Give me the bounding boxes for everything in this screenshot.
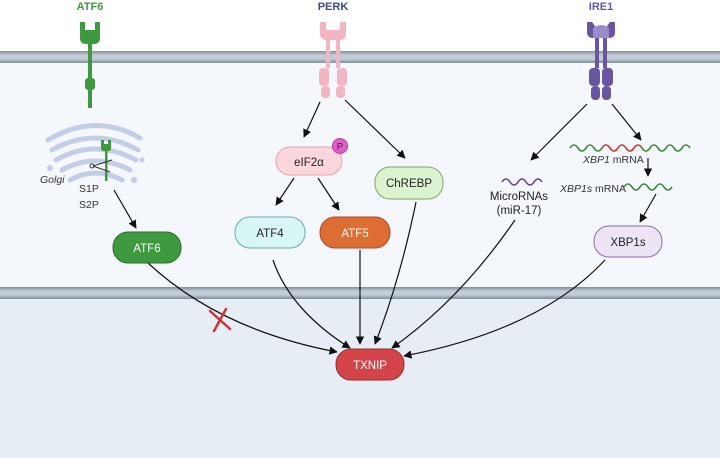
arrow-golgi-to-atf6 — [113, 189, 137, 229]
eif2a-node-label: eIF2α — [294, 157, 324, 169]
xbp1s-mrna-gene: XBP1s — [559, 183, 593, 195]
chrebp-node: ChREBP — [374, 166, 444, 200]
arrow-to-xbp1s — [639, 193, 657, 223]
atf6-node: ATF6 — [112, 231, 182, 264]
xbp1-mrna-suffix: mRNA — [610, 154, 644, 166]
micrornas-sublabel: (miR-17) — [497, 205, 542, 217]
atf6-receptor-icon — [80, 22, 100, 108]
arrow-perk-to-eif2a — [303, 101, 321, 138]
arrow-ire1-to-xbp1-mrna — [611, 103, 642, 141]
arrow-ire1-to-micrornas — [530, 103, 588, 161]
txnip-node-label: TXNIP — [353, 360, 387, 372]
arrow-eif2a-to-atf4 — [275, 177, 295, 206]
atf5-node: ATF5 — [319, 216, 391, 249]
phospho-badge — [332, 138, 348, 154]
xbp1-mrna-label: XBP1 mRNA — [582, 154, 644, 166]
phospho-label: P — [337, 142, 344, 153]
plasma-membrane — [0, 51, 720, 63]
arrow-perk-to-chrebp — [344, 99, 406, 159]
inhibition-mark-icon — [208, 307, 232, 333]
arrow-xbp1s-to-txnip — [403, 259, 606, 359]
ire1-receptor-icon — [587, 22, 615, 100]
atf6-sensor-title: ATF6 — [77, 1, 104, 13]
arrow-eif2a-to-atf5 — [317, 177, 340, 211]
atf6-node-label: ATF6 — [133, 243, 160, 255]
golgi-apparatus-icon — [45, 123, 145, 183]
perk-receptor-icon — [319, 22, 347, 98]
ire1-sensor-title: IRE1 — [589, 1, 613, 13]
arrow-micrornas-to-txnip — [391, 219, 516, 349]
xbp1s-mrna-suffix: mRNA — [592, 183, 626, 195]
atf5-node-label: ATF5 — [341, 228, 368, 240]
xbp1s-node-label: XBP1s — [610, 237, 645, 249]
golgi-label: Golgi — [40, 174, 65, 186]
microrna-wave-icon — [501, 178, 543, 186]
eif2a-node: eIF2α P — [275, 138, 348, 176]
xbp1s-node: XBP1s — [593, 225, 663, 258]
chrebp-node-label: ChREBP — [386, 178, 432, 190]
atf4-node: ATF4 — [234, 216, 306, 249]
micrornas-label: MicroRNAs — [490, 191, 548, 203]
s2p-label: S2P — [79, 199, 99, 211]
perk-sensor-title: PERK — [318, 1, 349, 13]
atf4-node-label: ATF4 — [256, 228, 284, 240]
xbp1s-mrna-wave-icon — [623, 183, 673, 191]
xbp1-mrna-gene: XBP1 — [582, 154, 610, 166]
s1p-label: S1P — [79, 183, 99, 195]
xbp1s-mrna-label: XBP1s mRNA — [559, 183, 626, 195]
arrow-atf6-to-txnip — [147, 262, 338, 355]
arrow-chrebp-to-txnip — [373, 201, 417, 345]
xbp1-intron-wave-icon — [601, 144, 643, 152]
arrow-atf4-to-txnip — [272, 259, 351, 349]
txnip-node: TXNIP — [335, 348, 405, 381]
